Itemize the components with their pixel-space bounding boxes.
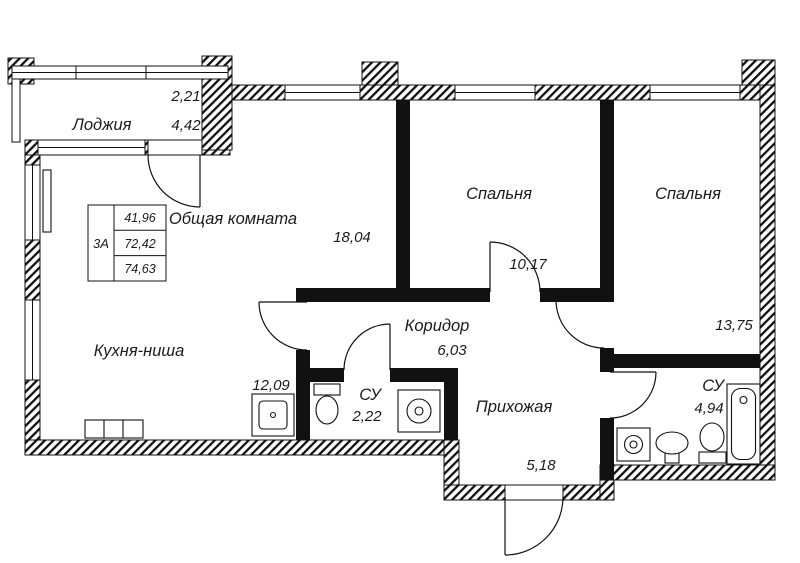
room-area-kitchen: 12,09 (252, 377, 290, 394)
wall-bedroom2-bath2 (600, 354, 760, 368)
window-bedroom2-top (649, 84, 741, 101)
door-loggia (147, 154, 201, 208)
wall-right (759, 84, 776, 481)
room-label-hall: Прихожая (476, 398, 553, 416)
radiator-living (42, 169, 52, 233)
kitchen-sink-fixture (251, 393, 295, 437)
room-labels: Лоджия 2,21 4,42 Общая комната 18,04 Спа… (72, 88, 754, 474)
pier-top-1 (361, 61, 399, 86)
interior-walls (296, 100, 760, 480)
wall-corridor-top-1 (296, 288, 490, 302)
wall-bottom-left (24, 439, 460, 456)
toilet-fixture-bath1 (313, 383, 341, 425)
window-loggia-wall (37, 139, 146, 156)
wall-bottom-right (599, 464, 776, 481)
info-row-2: 74,63 (124, 262, 155, 276)
door-bedroom1 (489, 241, 541, 293)
room-label-loggia: Лоджия (72, 116, 132, 134)
room-area-loggia: 4,42 (171, 117, 201, 134)
room-label-kitchen: Кухня-ниша (94, 342, 185, 360)
washing-machine-fixture-bath2 (616, 427, 651, 462)
pier-top-2 (741, 59, 776, 86)
window-living-top (284, 84, 361, 101)
room-label-bath1: СУ (359, 386, 382, 404)
washing-machine-fixture-bath1 (397, 389, 441, 433)
room-label-bedroom1: Спальня (466, 185, 532, 203)
room-label-living: Общая комната (169, 210, 297, 228)
info-row-0: 41,96 (124, 211, 155, 225)
pedestal-sink-fixture-bath2 (655, 431, 689, 464)
room-area-bath1: 2,22 (351, 408, 382, 425)
windows (24, 84, 741, 381)
opening-entrance-door (504, 484, 564, 501)
doors (147, 154, 657, 556)
fixtures (42, 169, 761, 465)
room-label-bath2: СУ (702, 377, 725, 395)
info-table (87, 204, 167, 282)
door-bath1 (343, 323, 391, 371)
toilet-fixture-bath2 (698, 422, 727, 464)
wall-kitchen-corridor (296, 350, 310, 440)
room-area-bedroom1: 10,17 (509, 256, 547, 273)
room-area-corridor: 6,03 (437, 342, 467, 359)
room-label-bedroom2: Спальня (655, 185, 721, 203)
info-unit-type: 3А (93, 236, 109, 251)
wall-bedrooms-divider (600, 100, 614, 300)
door-openings (147, 139, 564, 501)
room-area-hall: 5,18 (526, 457, 556, 474)
wall-corridor-top-2 (540, 288, 614, 302)
loggia-glazing (11, 65, 229, 143)
room-area-living: 18,04 (333, 229, 371, 246)
wall-living-bedroom1 (396, 100, 410, 288)
door-entrance (504, 496, 564, 556)
wall-hall-bath2 (600, 418, 614, 480)
wall-bath1-top-left (296, 368, 344, 382)
room-label-corridor: Коридор (405, 317, 470, 335)
window-bedroom1-top (454, 84, 536, 101)
opening-loggia-door (147, 139, 203, 156)
room-area-bath2: 4,94 (694, 400, 723, 417)
bathtub-fixture (726, 383, 761, 465)
door-bath2 (609, 371, 657, 419)
wall-bath1-right (444, 368, 458, 440)
door-kitchen (258, 301, 308, 351)
window-kitchen-left (24, 299, 41, 381)
room-area-bedroom2: 13,75 (715, 317, 753, 334)
window-living-left (24, 164, 41, 241)
info-row-1: 72,42 (124, 237, 155, 251)
kitchen-counter (84, 419, 144, 439)
wall-bath1-top-right (390, 368, 458, 382)
room-area-loggia-half: 2,21 (170, 88, 200, 105)
door-bedroom2 (555, 299, 605, 349)
